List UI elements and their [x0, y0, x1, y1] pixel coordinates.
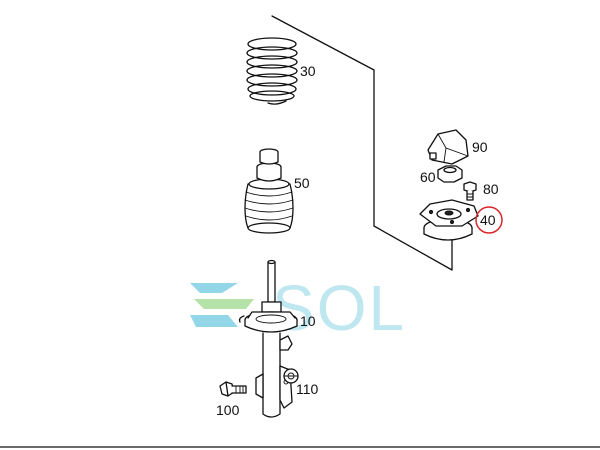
callout-100: 100	[216, 402, 240, 418]
strut-mount	[419, 199, 479, 241]
callout-30: 30	[300, 63, 316, 79]
watermark-logo-stripe-top	[190, 283, 238, 293]
coil-spring	[246, 37, 298, 105]
top-cap	[427, 129, 469, 165]
callout-80: 80	[483, 181, 499, 197]
mount-bolt	[463, 181, 477, 201]
hex-bolt	[219, 381, 247, 397]
callout-110: 110	[296, 381, 319, 397]
callout-40: 40	[480, 212, 496, 228]
assembly-bracket-line	[271, 15, 453, 271]
callout-60: 60	[420, 169, 436, 185]
lower-nut	[283, 368, 299, 384]
watermark-logo-stripe-bottom	[190, 315, 238, 327]
watermark-logo-stripe-middle	[194, 299, 254, 309]
callout-50: 50	[294, 175, 310, 191]
shock-absorber	[238, 259, 298, 418]
dust-boot	[244, 148, 294, 234]
highlight-circle-40	[475, 206, 503, 234]
watermark-logo: SOL	[190, 272, 406, 344]
watermark-text: SOL	[272, 272, 406, 344]
callout-10: 10	[300, 313, 316, 329]
callout-90: 90	[472, 139, 488, 155]
hex-nut	[437, 165, 463, 183]
